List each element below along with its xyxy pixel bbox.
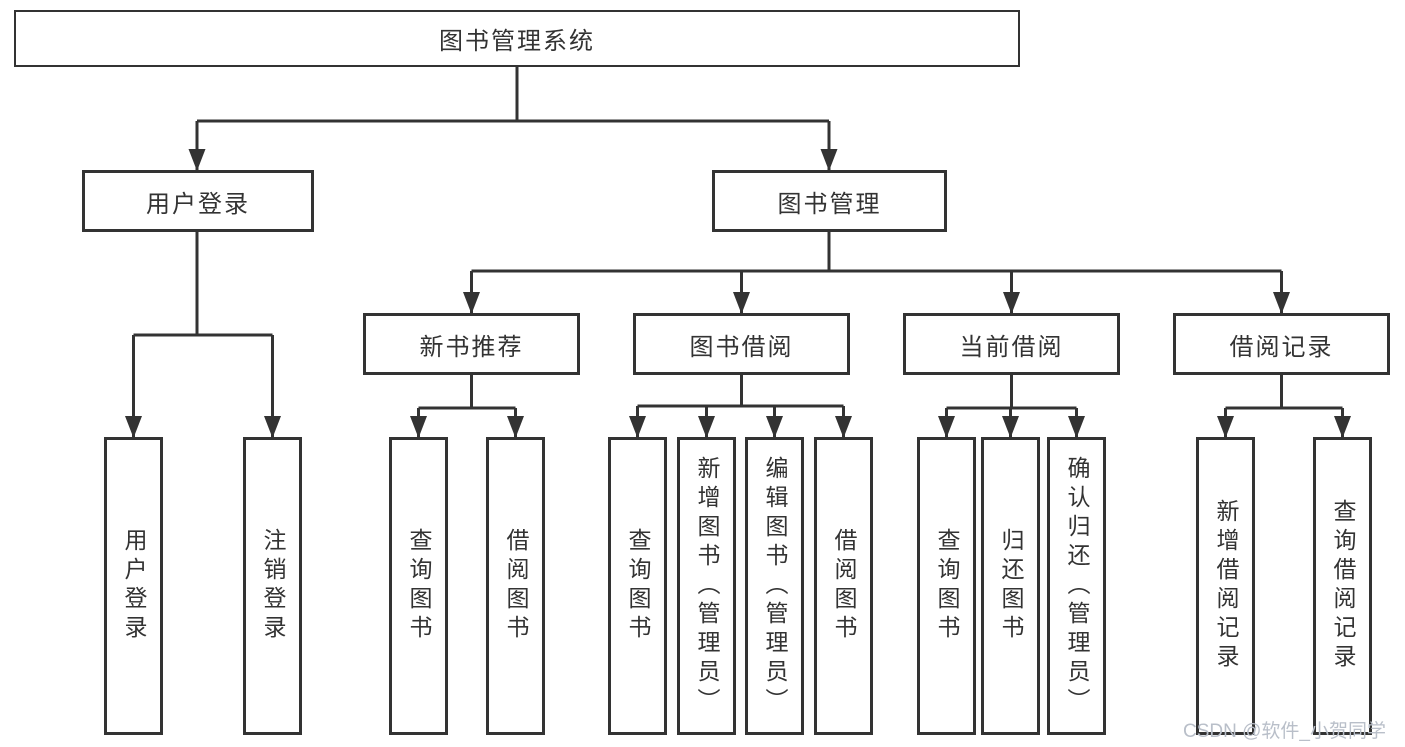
leaf-edit-book-admin-label: 编辑图书（管理员）	[762, 455, 788, 717]
node-new-book-recommend-label: 新书推荐	[419, 333, 524, 361]
node-book-borrow: 图书借阅	[633, 313, 850, 375]
leaf-query-books-current: 查询图书	[917, 437, 976, 735]
node-user-login-label: 用户登录	[146, 190, 250, 218]
leaf-user-login-label: 用户登录	[121, 528, 147, 644]
node-current-borrow-label: 当前借阅	[959, 333, 1064, 361]
leaf-query-books-recommend-label: 查询图书	[406, 528, 432, 644]
node-book-management-label: 图书管理	[777, 190, 882, 218]
leaf-borrow-books-borrow: 借阅图书	[814, 437, 873, 735]
leaf-borrow-books-recommend: 借阅图书	[486, 437, 545, 735]
leaf-query-books-borrow-label: 查询图书	[625, 528, 651, 644]
watermark: CSDN @软件_小贺同学	[1183, 721, 1386, 742]
leaf-confirm-return-admin-label: 确认归还（管理员）	[1064, 455, 1090, 717]
leaf-logout-login: 注销登录	[243, 437, 302, 735]
leaf-return-book: 归还图书	[981, 437, 1040, 735]
leaf-add-book-admin-label: 新增图书（管理员）	[694, 455, 720, 717]
node-root: 图书管理系统	[14, 10, 1020, 67]
leaf-confirm-return-admin: 确认归还（管理员）	[1047, 437, 1106, 735]
leaf-query-borrow-record-label: 查询借阅记录	[1330, 499, 1356, 673]
leaf-query-books-borrow: 查询图书	[608, 437, 667, 735]
leaf-query-borrow-record: 查询借阅记录	[1313, 437, 1372, 735]
leaf-user-login: 用户登录	[104, 437, 163, 735]
leaf-edit-book-admin: 编辑图书（管理员）	[745, 437, 804, 735]
leaf-add-borrow-record: 新增借阅记录	[1196, 437, 1255, 735]
leaf-add-book-admin: 新增图书（管理员）	[677, 437, 736, 735]
connector-segments	[133, 67, 1343, 410]
node-current-borrow: 当前借阅	[903, 313, 1120, 375]
leaf-add-borrow-record-label: 新增借阅记录	[1213, 499, 1239, 673]
node-book-borrow-label: 图书借阅	[689, 333, 794, 361]
leaf-logout-login-label: 注销登录	[260, 528, 286, 644]
node-book-management: 图书管理	[712, 170, 947, 232]
node-root-label: 图书管理系统	[439, 28, 595, 55]
leaf-return-book-label: 归还图书	[998, 528, 1024, 644]
node-borrow-records: 借阅记录	[1173, 313, 1390, 375]
node-borrow-records-label: 借阅记录	[1229, 333, 1334, 361]
node-user-login: 用户登录	[82, 170, 314, 232]
leaf-borrow-books-borrow-label: 借阅图书	[831, 528, 857, 644]
leaf-query-books-current-label: 查询图书	[934, 528, 960, 644]
node-new-book-recommend: 新书推荐	[363, 313, 580, 375]
leaf-query-books-recommend: 查询图书	[389, 437, 448, 735]
leaf-borrow-books-recommend-label: 借阅图书	[503, 528, 529, 644]
